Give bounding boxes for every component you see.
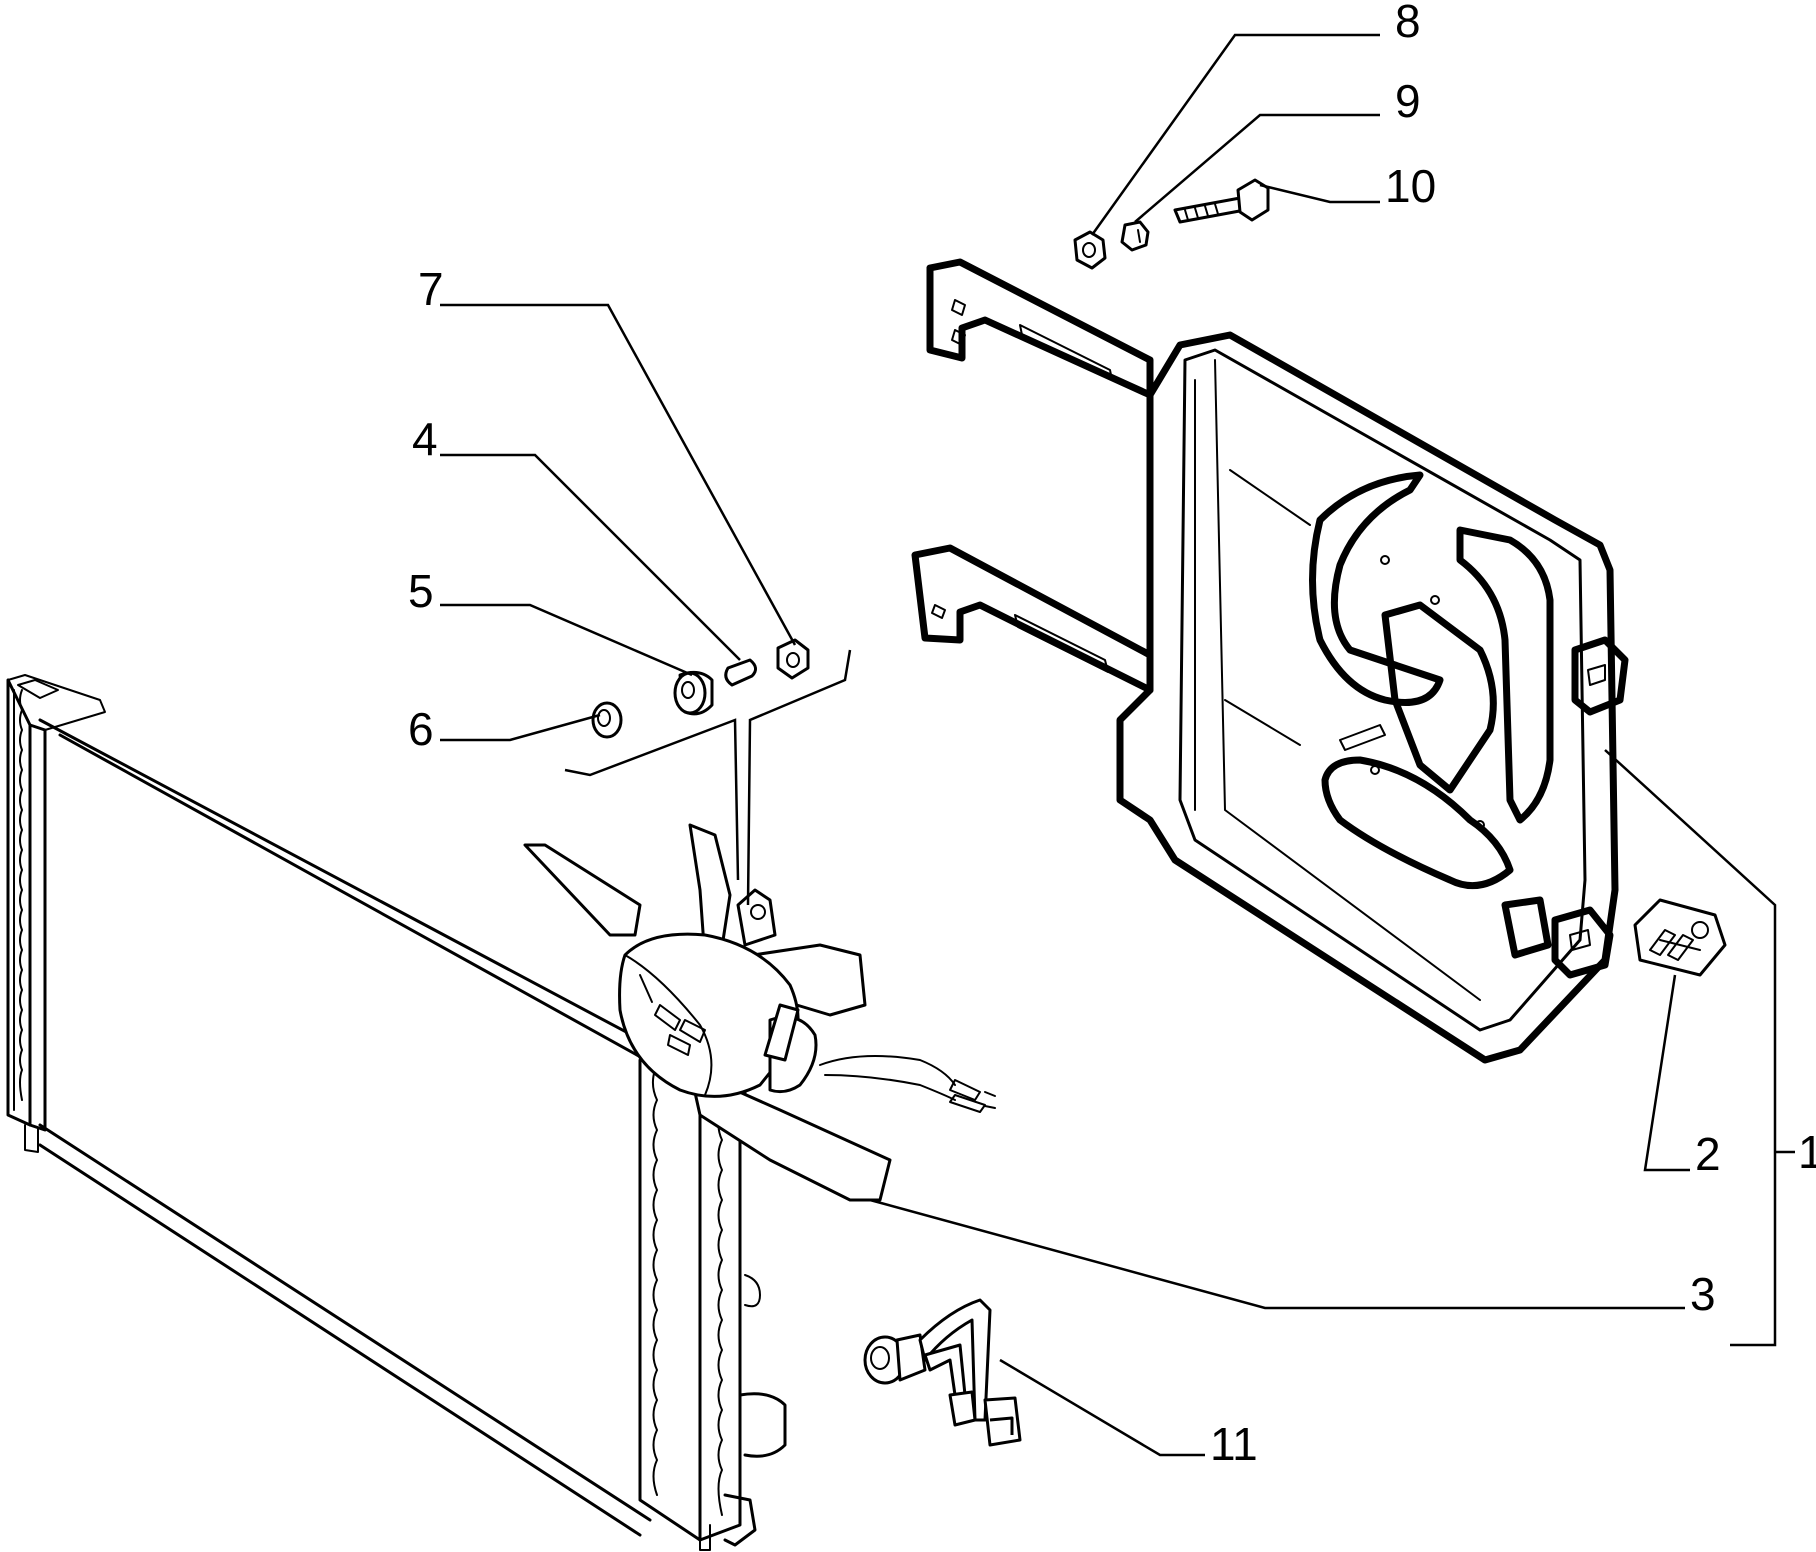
radiator (6, 674, 787, 1551)
callout-7: 7 (418, 263, 444, 315)
fan-shroud (911, 258, 1629, 1064)
callout-1: 1 (1798, 1126, 1816, 1178)
part-11-harness (863, 1298, 1022, 1447)
leader-lines (440, 33, 1795, 1457)
callout-3: 3 (1690, 1268, 1716, 1320)
callout-4: 4 (412, 413, 438, 465)
part-2-resistor (1633, 898, 1727, 977)
callout-5: 5 (408, 565, 434, 617)
callout-8: 8 (1395, 0, 1421, 47)
callout-9: 9 (1395, 75, 1421, 127)
fan-assembly (523, 649, 996, 1202)
callout-2: 2 (1695, 1128, 1721, 1180)
callout-labels: 1 2 3 4 5 6 7 8 9 10 11 (408, 0, 1816, 1470)
hardware-8-9-10 (1073, 178, 1270, 270)
callout-10: 10 (1385, 160, 1436, 212)
callout-11: 11 (1210, 1418, 1258, 1470)
callout-6: 6 (408, 703, 434, 755)
hardware-4-5-6-7 (591, 638, 810, 739)
